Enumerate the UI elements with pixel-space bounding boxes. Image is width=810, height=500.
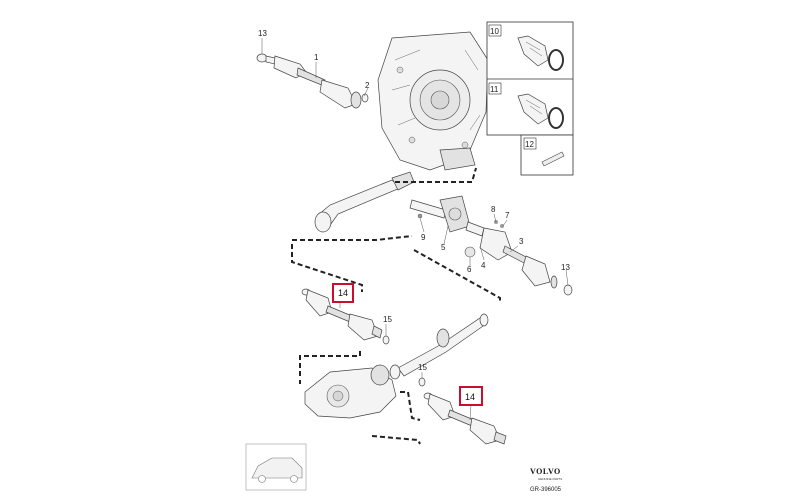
callout-7: 7 [505,211,510,220]
gearbox-housing-icon [377,31,489,171]
highlight-14-lower-label: 14 [465,392,475,402]
diagram-reference: GR-396005 [530,487,562,493]
callout-3: 3 [519,237,524,246]
dashed-group-lines [291,167,501,445]
callout-13-right: 13 [561,263,570,272]
drive-shaft-rear-right [423,392,507,445]
genuine-parts-label: GENUINE PARTS [538,477,562,481]
callout-6: 6 [467,265,472,274]
boot-kit-11-icon [517,93,564,129]
callout-13-top: 13 [258,29,267,38]
car-thumbnail-icon[interactable] [245,443,307,491]
boot-kit-10-icon [517,35,564,71]
callout-8: 8 [491,205,496,214]
leader-lines [261,38,569,421]
callout-9: 9 [421,233,426,242]
callout-1: 1 [314,53,319,62]
washer-2-icon [361,93,369,103]
inset-label-11: 11 [490,85,499,94]
callout-4: 4 [481,261,486,270]
rear-propeller-shaft [397,313,489,377]
highlight-callout-14-upper[interactable]: 14 [332,283,354,303]
washer-13-icon [563,284,573,296]
drive-shaft-front-right [409,195,558,289]
callout-2: 2 [365,81,370,90]
callout-5: 5 [441,243,446,252]
washer-15-lower-icon [418,377,426,387]
washer-15-upper-icon [382,335,390,345]
volvo-logo: VOLVO [530,467,561,476]
rear-differential-icon [304,364,401,419]
highlight-14-upper-label: 14 [338,288,348,298]
inset-label-12: 12 [525,140,534,149]
clamp-12-icon [541,151,565,167]
callout-15-lower: 15 [418,363,427,372]
inset-panel: 10 11 12 [486,21,574,176]
highlight-callout-14-lower[interactable]: 14 [459,386,483,406]
drive-shaft-rear-left [301,288,383,341]
inset-label-10: 10 [490,27,499,36]
drive-shaft-front-left [256,53,362,109]
callout-15-upper: 15 [383,315,392,324]
